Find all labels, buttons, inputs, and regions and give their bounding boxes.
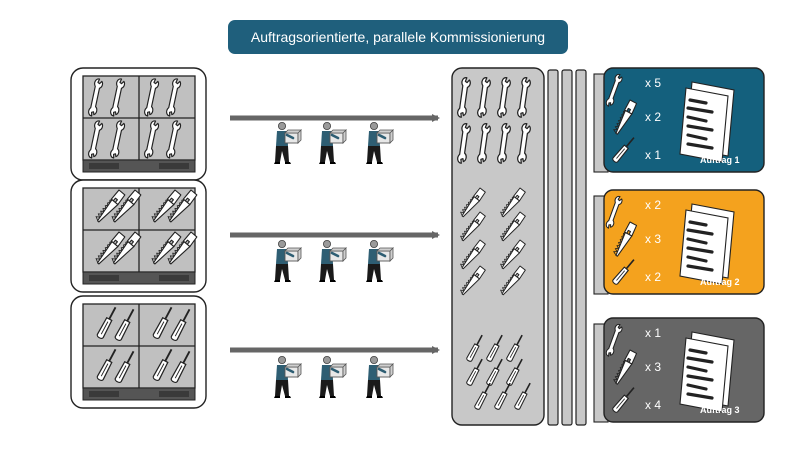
screwdriver-icon — [152, 306, 173, 339]
worker-icon — [319, 122, 347, 164]
screwdriver-icon — [486, 334, 503, 362]
screwdriver-icon — [466, 358, 483, 386]
rack-conveyor-lane — [561, 69, 573, 426]
source-panel — [70, 67, 207, 181]
document-icon — [679, 331, 735, 413]
screwdriver-icon — [114, 350, 135, 383]
worker-icon — [274, 240, 302, 282]
wrench-icon — [477, 77, 491, 118]
saw-icon — [167, 189, 198, 223]
saw-icon — [500, 239, 526, 270]
wrench-icon — [110, 120, 126, 159]
wrench-icon — [477, 123, 491, 164]
saw-icon — [111, 231, 142, 265]
wrench-icon — [144, 120, 160, 159]
wrench-icon — [497, 77, 511, 118]
screwdriver-icon — [494, 382, 511, 410]
saw-icon — [95, 189, 126, 223]
saw-icon — [460, 187, 486, 218]
item-quantity: x 2 — [645, 270, 661, 284]
picking-rack — [451, 67, 587, 426]
saw-icon — [612, 221, 638, 257]
worker-icon — [366, 356, 394, 398]
item-quantity: x 4 — [645, 398, 661, 412]
wrench-icon — [88, 120, 104, 159]
document-icon — [679, 81, 735, 163]
wrench-icon — [88, 78, 104, 117]
saw-icon — [95, 231, 126, 265]
saw-icon — [500, 187, 526, 218]
screwdriver-icon — [506, 334, 523, 362]
wrench-icon — [166, 120, 182, 159]
wrench-icon — [457, 77, 471, 118]
item-quantity: x 5 — [645, 76, 661, 90]
order-panel: Auftrag 2 x 2 x 3 x 2 — [593, 189, 765, 295]
screwdriver-icon — [114, 308, 135, 341]
wrench-icon — [457, 123, 471, 164]
worker-icon — [274, 122, 302, 164]
order-label: Auftrag 3 — [700, 405, 740, 415]
source-panel — [70, 179, 207, 293]
saw-icon — [460, 239, 486, 270]
screwdriver-icon — [152, 348, 173, 381]
saw-icon — [167, 231, 198, 265]
item-quantity: x 3 — [645, 232, 661, 246]
wrench-icon — [144, 78, 160, 117]
wrench-icon — [517, 123, 531, 164]
wrench-icon — [605, 195, 623, 229]
worker-icon — [366, 240, 394, 282]
wrench-icon — [605, 323, 623, 357]
rack-conveyor-lane — [547, 69, 559, 426]
screwdriver-icon — [96, 348, 117, 381]
saw-icon — [500, 211, 526, 242]
screwdriver-icon — [612, 387, 635, 413]
screwdriver-icon — [170, 350, 191, 383]
saw-icon — [612, 99, 638, 135]
screwdriver-icon — [474, 382, 491, 410]
wrench-icon — [497, 123, 511, 164]
item-quantity: x 1 — [645, 326, 661, 340]
screwdriver-icon — [612, 259, 635, 285]
order-panel: Auftrag 1 x 5 x 2 x 1 — [593, 67, 765, 173]
saw-icon — [151, 189, 182, 223]
worker-icon — [319, 240, 347, 282]
item-quantity: x 2 — [645, 198, 661, 212]
item-quantity: x 3 — [645, 360, 661, 374]
diagram-title: Auftragsorientierte, parallele Kommissio… — [228, 20, 568, 54]
wrench-icon — [166, 78, 182, 117]
saw-icon — [612, 349, 638, 385]
screwdriver-icon — [466, 334, 483, 362]
screwdriver-icon — [96, 306, 117, 339]
item-quantity: x 1 — [645, 148, 661, 162]
screwdriver-icon — [514, 382, 531, 410]
saw-icon — [460, 211, 486, 242]
worker-icon — [319, 356, 347, 398]
wrench-icon — [110, 78, 126, 117]
saw-icon — [151, 231, 182, 265]
wrench-icon — [605, 73, 623, 107]
screwdriver-icon — [170, 308, 191, 341]
source-panel — [70, 295, 207, 409]
order-label: Auftrag 1 — [700, 155, 740, 165]
worker-icon — [366, 122, 394, 164]
wrench-icon — [517, 77, 531, 118]
saw-icon — [500, 265, 526, 296]
order-panel: Auftrag 3 x 1 x 3 x 4 — [593, 317, 765, 423]
rack-conveyor-lane — [575, 69, 587, 426]
item-quantity: x 2 — [645, 110, 661, 124]
screwdriver-icon — [612, 137, 635, 163]
worker-icon — [274, 356, 302, 398]
order-label: Auftrag 2 — [700, 277, 740, 287]
saw-icon — [111, 189, 142, 223]
saw-icon — [460, 265, 486, 296]
document-icon — [679, 203, 735, 285]
